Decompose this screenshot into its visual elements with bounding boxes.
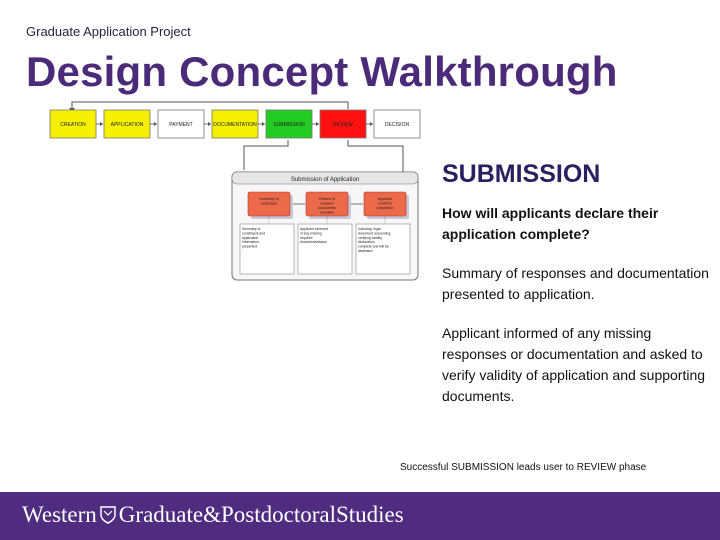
return-connector (347, 140, 404, 178)
phase-box-payment: PAYMENT (157, 109, 205, 139)
phase-box-creation: CREATION (49, 109, 97, 139)
phase-arrowhead (262, 122, 265, 126)
page-title: Design Concept Walkthrough (26, 48, 618, 95)
phase-box-review: REVIEW (319, 109, 367, 139)
phase-label: DECISION (385, 122, 410, 128)
section-paragraph-1: Summary of responses and documentation p… (442, 265, 709, 302)
submission-panel-header (231, 171, 419, 185)
phase-arrowhead (100, 122, 103, 126)
description-panel: SUBMISSION How will applicants declare t… (442, 160, 717, 425)
phase-arrowhead (154, 122, 157, 126)
section-question: How will applicants declare their applic… (442, 205, 659, 242)
footnote: Successful SUBMISSION leads user to REVI… (400, 462, 647, 473)
phase-label: REVIEW (333, 122, 353, 128)
phase-arrowhead (208, 122, 211, 126)
submission-connector (243, 140, 289, 170)
phase-box-documentation: DOCUMENTATION (211, 109, 259, 139)
footer-western: Western (22, 502, 97, 527)
header-kicker: Graduate Application Project (26, 24, 191, 39)
phase-box-submission: SUBMISSION (265, 109, 313, 139)
submission-panel-title: Submission of Application (291, 177, 359, 183)
footer-bar: Western Graduate&PostdoctoralStudies (0, 492, 720, 540)
phase-label: PAYMENT (169, 122, 192, 128)
phase-box-decision: DECISION (373, 109, 421, 139)
phase-label: DOCUMENTATION (213, 122, 257, 128)
loop-connector (71, 101, 349, 109)
phase-arrowhead (316, 122, 319, 126)
phase-label: APPLICATION (111, 122, 144, 128)
phase-arrowhead (370, 122, 373, 126)
phase-box-application: APPLICATION (103, 109, 151, 139)
process-diagram: CREATION APPLICATION PAYMENT DOCUMENTATION S… (49, 101, 421, 281)
phase-label: SUBMISSION (273, 122, 305, 128)
footer-graduate-studies: Graduate&PostdoctoralStudies (118, 502, 404, 527)
section-paragraph-2: Applicant informed of any missing respon… (442, 325, 706, 404)
section-heading: SUBMISSION (442, 160, 601, 188)
footer-wordmark: Western Graduate&PostdoctoralStudies (22, 502, 404, 528)
crest-icon (100, 506, 116, 524)
phase-label: CREATION (60, 122, 86, 128)
